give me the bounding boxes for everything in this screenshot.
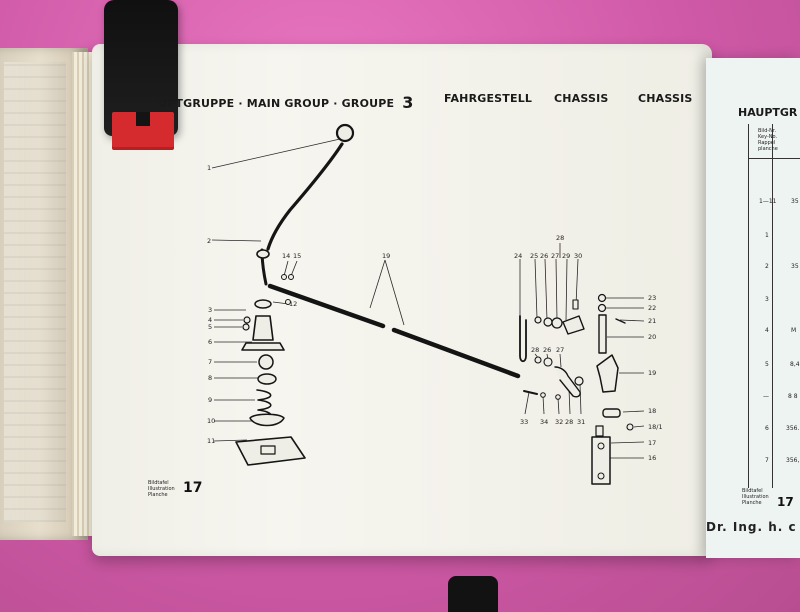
right-page bbox=[706, 58, 800, 558]
plate-label-line-1: Bildtafel bbox=[148, 480, 169, 486]
section-header-fahrgestell: FAHRGESTELL bbox=[444, 92, 533, 105]
right-row-5-left: 4 bbox=[765, 327, 769, 334]
section-header-chassis-1: CHASSIS bbox=[554, 92, 609, 105]
binder-clip-bottom bbox=[448, 576, 498, 612]
right-row-3-left: 2 bbox=[765, 263, 769, 270]
right-row-6-right: 8,4 bbox=[790, 361, 800, 368]
right-table-header-2: Key-No. bbox=[758, 134, 778, 140]
right-table-header-1: Bild-Nr. bbox=[758, 128, 777, 134]
right-row-5-right: M bbox=[791, 327, 797, 334]
main-group-header: UPTGRUPPE · MAIN GROUP · GROUPE 3 bbox=[158, 92, 414, 112]
binder-clip-red-tab bbox=[112, 112, 174, 150]
section-header-chassis-2: CHASSIS bbox=[638, 92, 693, 105]
right-plate-label: Bildtafel Illustration Planche bbox=[742, 488, 776, 506]
right-row-9-left: 7 bbox=[765, 457, 769, 464]
right-table-divider bbox=[772, 124, 773, 488]
right-table-header-labels: Bild-Nr. Key-No. Rappel planche bbox=[758, 128, 778, 152]
right-plate-label-line-3: Planche bbox=[742, 500, 762, 506]
right-row-4-left: 3 bbox=[765, 296, 769, 303]
right-row-8-left: 6 bbox=[765, 425, 769, 432]
right-table-header-line bbox=[748, 158, 800, 159]
plate-label-line-3: Planche bbox=[148, 492, 168, 498]
right-row-7-right: 8 8 bbox=[788, 393, 798, 400]
group-number: 3 bbox=[402, 93, 414, 112]
right-plate-number: 17 bbox=[777, 495, 794, 509]
right-table-header-3: Rappel bbox=[758, 140, 776, 146]
right-plate-label-line-2: Illustration bbox=[742, 494, 769, 500]
right-row-6-left: 5 bbox=[765, 361, 769, 368]
plate-number: 17 bbox=[183, 480, 203, 496]
right-page-header: HAUPTGR bbox=[738, 106, 798, 119]
right-row-8-right: 356. bbox=[786, 425, 800, 432]
right-row-1-right: 35 bbox=[791, 198, 799, 205]
right-row-9-right: 356, bbox=[786, 457, 800, 464]
right-parts-table bbox=[748, 124, 800, 488]
right-table-header-4: planche bbox=[758, 146, 778, 152]
right-row-1-left: 1—11 bbox=[759, 198, 777, 205]
right-row-7-left: — bbox=[763, 393, 769, 400]
right-row-3-right: 35 bbox=[791, 263, 799, 270]
plate-label-line-2: Illustration bbox=[148, 486, 175, 492]
right-footer-text: Dr. Ing. h. c bbox=[706, 520, 797, 534]
right-row-2-left: 1 bbox=[765, 232, 769, 239]
main-group-header-text: UPTGRUPPE · MAIN GROUP · GROUPE bbox=[158, 97, 395, 110]
plate-label: Bildtafel Illustration Planche bbox=[148, 480, 196, 498]
right-plate-label-line-1: Bildtafel bbox=[742, 488, 763, 494]
